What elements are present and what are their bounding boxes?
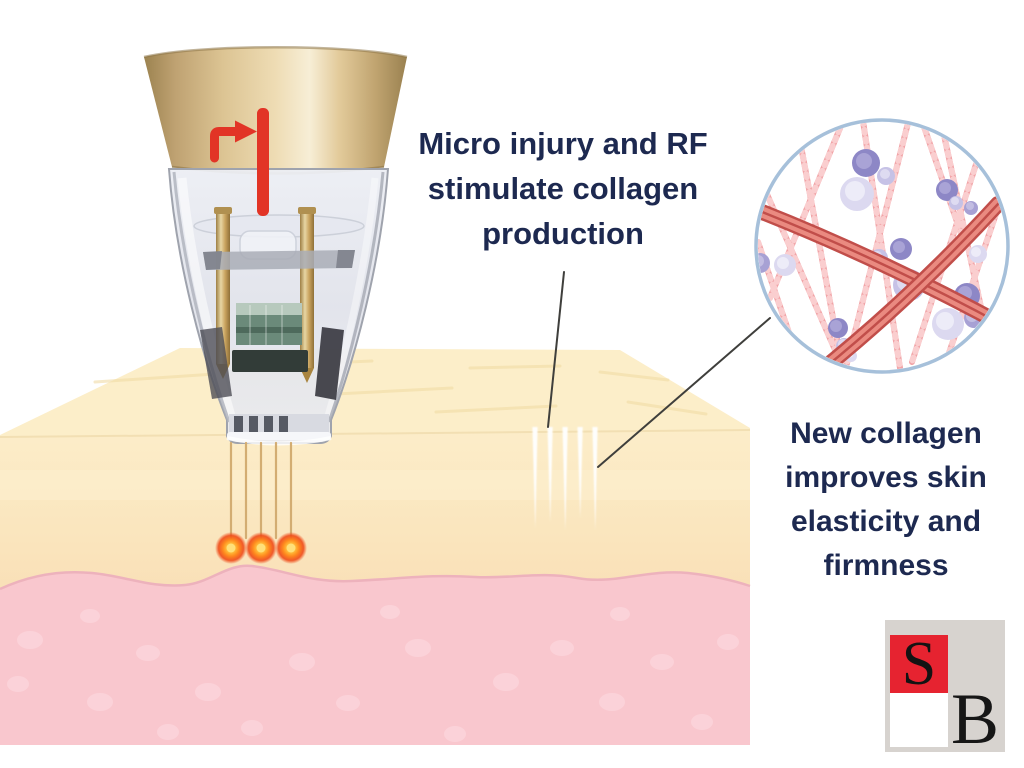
skin-surface-top-face: [0, 348, 750, 439]
logo-red-square: S: [890, 630, 948, 698]
skin-cross-section: [0, 348, 751, 745]
brand-logo: S B: [885, 620, 1005, 759]
rf-microneedling-handpiece: [143, 46, 408, 564]
collagen-fiber-inset-circle: [754, 118, 1010, 374]
handpiece-top-rim: [143, 46, 408, 59]
circuit-block: [232, 303, 308, 372]
caption-line: improves skin: [785, 461, 987, 494]
caption-new-collagen: New collagen improves skin elasticity an…: [758, 412, 1014, 588]
skin-dermis-layer: [0, 565, 750, 745]
callout-line-from-caption: [547, 271, 565, 428]
callout-line-from-inset: [597, 317, 771, 468]
caption-line: New collagen: [790, 417, 982, 450]
collagen-thick-ropes: [758, 196, 1006, 370]
callout-lines: [547, 271, 771, 468]
dermis-boundary-line: [0, 564, 751, 591]
needle-guide-comb: [226, 414, 332, 446]
handpiece-gold-body: [144, 47, 407, 175]
needle-cartridge: [167, 168, 390, 446]
logo-letter-s: S: [901, 630, 937, 698]
micro-injury-channels: [532, 427, 598, 530]
dermis-spots: [7, 605, 739, 742]
logo-white-square: [890, 693, 948, 747]
caption-micro-injury: Micro injury and RF stimulate collagen p…: [400, 121, 726, 256]
caption-line: elasticity and: [790, 505, 982, 538]
caption-line: firmness: [823, 549, 949, 582]
logo-letter-b: B: [950, 679, 1000, 759]
insertion-arrow-icon: [210, 108, 269, 216]
caption-line: Micro injury and RF: [418, 126, 708, 161]
skin-edge-line: [0, 429, 751, 438]
microneedles: [229, 441, 293, 547]
caption-line: production: [482, 216, 644, 251]
caption-line: stimulate collagen: [427, 171, 699, 206]
skin-light-band: [0, 470, 750, 500]
depth-indicator-bar: [257, 108, 269, 216]
rf-energy-glow-dots: [215, 532, 307, 564]
cartridge-cross-band: [203, 250, 355, 270]
